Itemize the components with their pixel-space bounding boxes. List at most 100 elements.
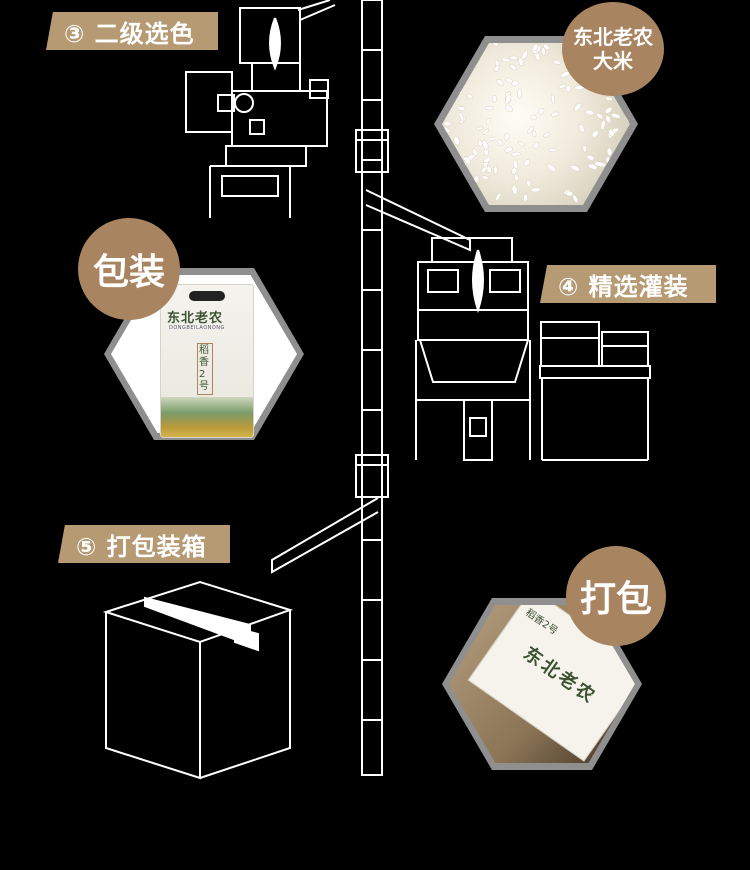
chute-upper xyxy=(365,189,471,252)
rice-grain xyxy=(475,126,484,131)
rice-grain xyxy=(530,114,537,120)
rice-grain xyxy=(610,113,621,119)
step-3-label: ③ 二级选色 xyxy=(64,19,195,48)
rice-grain xyxy=(458,111,464,122)
carton-box xyxy=(102,580,294,780)
rice-grain xyxy=(491,95,498,103)
rice-grain xyxy=(497,139,503,146)
rice-grain xyxy=(600,119,606,130)
bag-brand-en: DONGBEILAONONG xyxy=(169,325,225,331)
rice-grain xyxy=(582,145,587,153)
pack-badge: 打包 xyxy=(566,546,666,646)
rice-grain xyxy=(604,106,613,114)
rice-grain xyxy=(538,107,545,115)
rice-grain xyxy=(484,105,494,111)
rice-grain xyxy=(548,148,557,153)
chute-lower xyxy=(271,497,379,574)
rice-grain xyxy=(531,187,541,193)
rice-grain xyxy=(453,135,460,146)
rice-badge-line1: 东北老农 xyxy=(573,25,653,49)
rice-grain xyxy=(486,165,492,174)
rice-grain xyxy=(503,132,510,141)
rice-grain xyxy=(565,84,572,93)
packed-bag-product: 稻香2号 xyxy=(523,607,560,638)
rice-grain xyxy=(573,102,582,112)
bag-handle xyxy=(189,291,225,301)
step-3-ribbon: ③ 二级选色 xyxy=(46,12,218,50)
rice-grain xyxy=(523,194,528,202)
filling-machine xyxy=(415,237,531,461)
rice-grain xyxy=(572,194,579,203)
rice-grain xyxy=(523,159,531,167)
rice-grain xyxy=(558,84,566,89)
rice-grain xyxy=(509,63,517,71)
bag-landscape xyxy=(161,397,253,437)
rice-grain xyxy=(532,130,537,138)
rice-grain xyxy=(492,43,499,47)
rice-grain xyxy=(513,173,519,182)
rice-grain xyxy=(543,132,550,138)
rice-grain xyxy=(533,141,540,150)
rice-grain xyxy=(481,175,489,180)
rice-grain xyxy=(570,165,580,172)
rice-grain xyxy=(591,130,599,138)
vertical-pipe xyxy=(355,0,389,776)
bag-product: 稻香2号 xyxy=(197,343,213,395)
rice-grain xyxy=(495,192,502,201)
rice-grain xyxy=(531,43,539,52)
rice-grain xyxy=(553,59,561,65)
rice-grain xyxy=(443,121,452,126)
step-5-ribbon: ⑤ 打包装箱 xyxy=(58,525,230,563)
rice-grain xyxy=(501,57,511,63)
rice-grain xyxy=(541,47,546,56)
top-machine xyxy=(185,0,336,218)
rice-grain xyxy=(585,109,595,116)
rice-grain xyxy=(578,124,585,133)
rice-grain xyxy=(471,148,479,156)
step-4-label: ④ 精选灌装 xyxy=(558,272,689,301)
packed-bag-brand: 东北老农 xyxy=(519,643,601,709)
rice-grain xyxy=(482,156,492,164)
rice-grain xyxy=(511,185,518,195)
rice-grain xyxy=(458,106,466,111)
rice-grain xyxy=(494,64,500,72)
package-badge-text: 包装 xyxy=(92,252,165,293)
rice-grain xyxy=(517,88,523,99)
rice-badge: 东北老农 大米 xyxy=(562,2,664,96)
rice-grain xyxy=(550,94,556,104)
rice-grain xyxy=(511,151,521,157)
rice-grain xyxy=(605,96,613,101)
rice-grain xyxy=(526,179,532,187)
rice-grain xyxy=(594,161,604,167)
package-badge: 包装 xyxy=(78,218,180,320)
rice-grain xyxy=(587,163,598,170)
rice-grain xyxy=(489,136,497,141)
rice-grain xyxy=(565,190,573,197)
rice-grain xyxy=(496,78,504,86)
rice-grain xyxy=(463,156,471,165)
rice-grain xyxy=(504,146,514,153)
rice-grain xyxy=(511,167,517,175)
rice-grain xyxy=(596,112,604,120)
rice-grain xyxy=(547,163,556,172)
bag-brand: 东北老农 xyxy=(167,311,224,326)
rice-grain xyxy=(511,80,519,87)
rice-grain xyxy=(504,94,512,105)
rice-grain xyxy=(509,55,518,60)
rice-grain xyxy=(605,115,611,123)
rice-grain xyxy=(473,175,480,183)
step-5-label: ⑤ 打包装箱 xyxy=(76,532,207,561)
step-4-ribbon: ④ 精选灌装 xyxy=(540,265,716,303)
rice-grain xyxy=(606,147,613,156)
rice-grain xyxy=(481,139,489,150)
rice-grain xyxy=(527,125,535,134)
rice-badge-line2: 大米 xyxy=(593,49,633,73)
rice-grain xyxy=(586,154,595,161)
rice-bag: 东北老农 DONGBEILAONONG 稻香2号 xyxy=(160,284,254,438)
rice-grain xyxy=(478,140,483,147)
rice-grain xyxy=(517,141,525,147)
rice-grain xyxy=(480,165,488,174)
rice-grain xyxy=(608,128,615,137)
